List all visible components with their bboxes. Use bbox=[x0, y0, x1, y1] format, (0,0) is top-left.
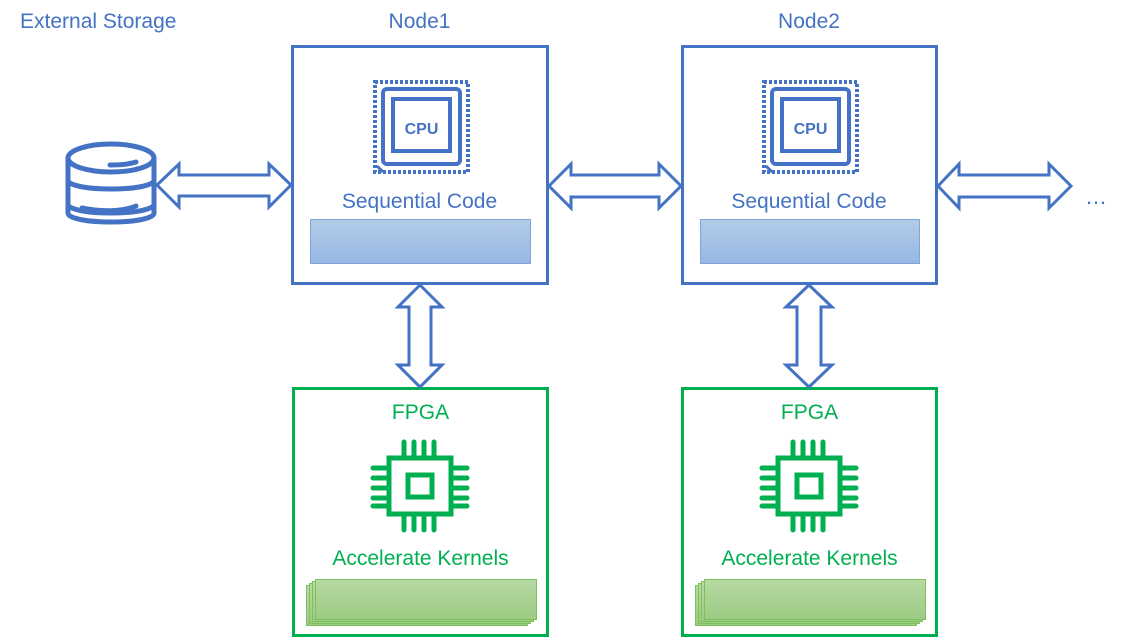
node1-kernels-label: Accelerate Kernels bbox=[332, 547, 509, 570]
kernel-layer bbox=[704, 579, 926, 620]
node1-title: Node1 bbox=[388, 10, 451, 33]
continuation-ellipsis: … bbox=[1085, 184, 1109, 209]
external-storage-label: External Storage bbox=[20, 10, 177, 33]
storage-node1-arrow bbox=[154, 160, 294, 211]
node2-fpga-title: FPGA bbox=[780, 401, 839, 424]
node2-kernels-label: Accelerate Kernels bbox=[721, 547, 898, 570]
node2-fpga2-arrow bbox=[782, 282, 836, 390]
node1-fpga-title: FPGA bbox=[391, 401, 450, 424]
node2-title: Node2 bbox=[778, 10, 840, 33]
chip-icon bbox=[370, 439, 470, 533]
cpu2-label: CPU bbox=[794, 121, 828, 138]
chip-icon bbox=[759, 439, 859, 533]
node1-sequential-code-label: Sequential Code bbox=[341, 190, 498, 213]
node1-node2-arrow bbox=[546, 160, 684, 212]
node1-sequential-code-bar bbox=[310, 219, 531, 264]
kernel-layer bbox=[315, 579, 537, 620]
cpu-icon: CPU bbox=[373, 80, 470, 174]
node2-sequential-code-bar bbox=[700, 219, 920, 264]
database-icon bbox=[65, 141, 157, 225]
cpu-icon: CPU bbox=[762, 80, 859, 174]
node1-fpga1-arrow bbox=[394, 282, 446, 390]
cpu1-label: CPU bbox=[405, 121, 439, 138]
node2-sequential-code-label: Sequential Code bbox=[731, 190, 887, 213]
node2-next-arrow bbox=[935, 160, 1074, 212]
